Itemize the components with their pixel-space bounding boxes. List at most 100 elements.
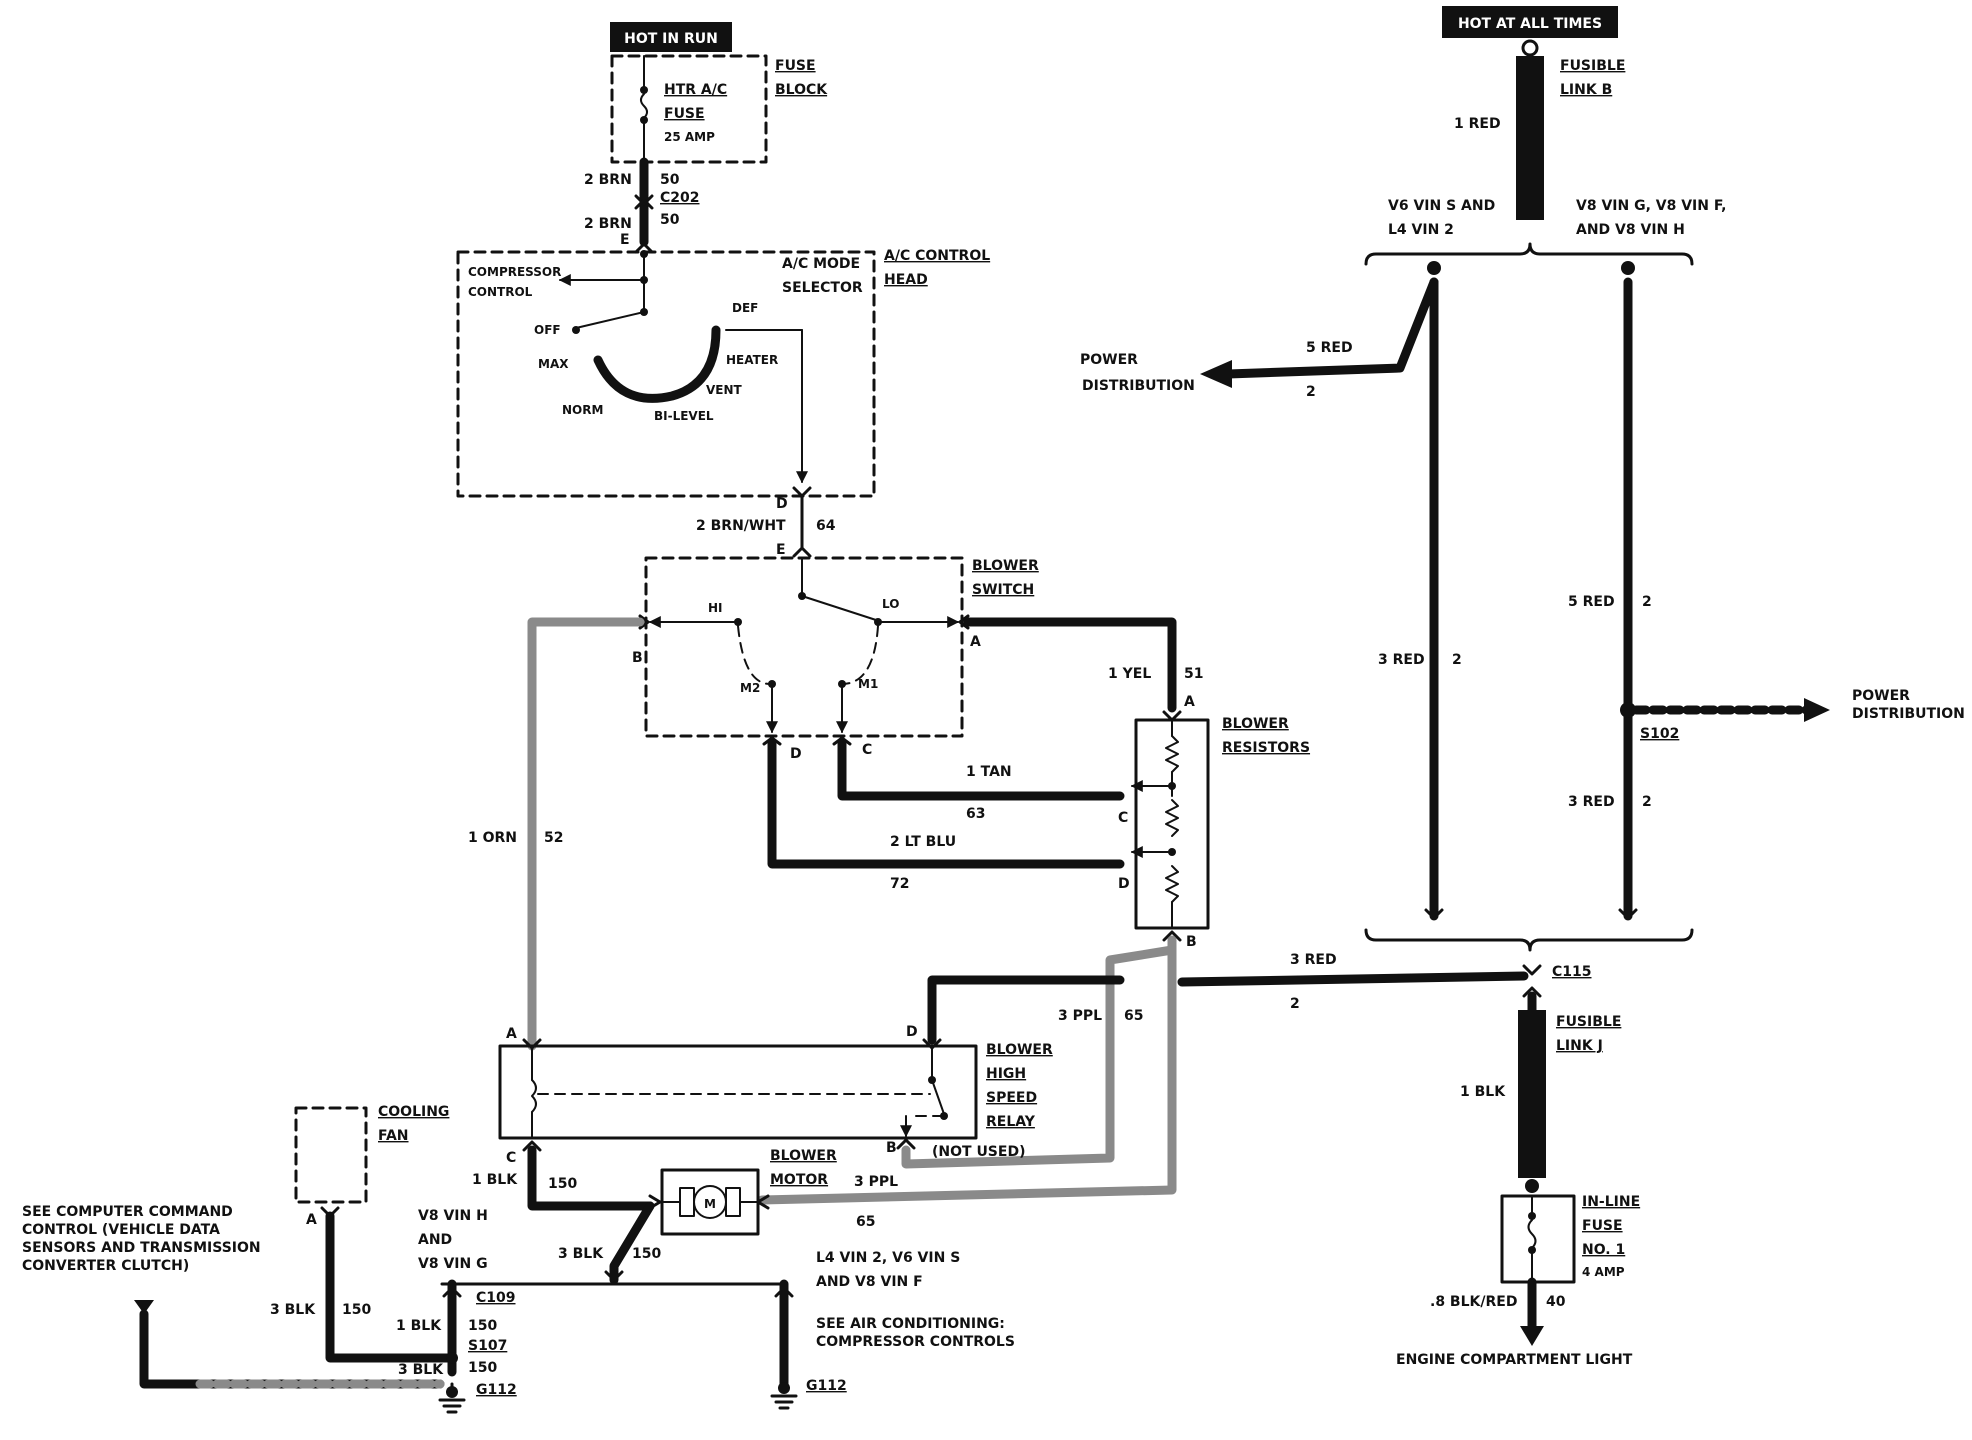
mode-selector-label-2: SELECTOR	[782, 280, 863, 296]
s107-wire: 3 BLK	[398, 1362, 444, 1378]
inline-fuse-label-3: NO. 1	[1582, 1242, 1625, 1258]
blower-switch-label-1: BLOWER	[972, 558, 1039, 574]
top-brace	[1364, 242, 1694, 266]
wire-yel-label: 1 YEL	[1108, 666, 1151, 682]
see-ac-2: COMPRESSOR CONTROLS	[816, 1334, 1015, 1350]
blower-switch: BLOWER SWITCH HI LO M2 M1 B A D C	[632, 556, 1039, 762]
see-computer-3: SENSORS AND TRANSMISSION	[22, 1240, 261, 1256]
wire-blk-motor-label: 3 BLK	[558, 1246, 604, 1262]
inline-fuse: IN-LINE FUSE NO. 1 4 AMP	[1500, 1194, 1640, 1284]
head-pin-d: D	[776, 496, 788, 512]
wire-3red-bottom: 3 RED 2	[1177, 952, 1529, 1012]
see-computer-4: CONVERTER CLUTCH)	[22, 1258, 189, 1274]
see-computer-2: CONTROL (VEHICLE DATA	[22, 1222, 220, 1238]
switch-hi: HI	[708, 601, 723, 615]
fusible-link-j: FUSIBLE LINK J 1 BLK	[1460, 1010, 1621, 1193]
relay-pin-b: B	[886, 1140, 897, 1156]
see-ac-1: SEE AIR CONDITIONING:	[816, 1316, 1005, 1332]
htr-ac-fuse-name-1: HTR A/C	[664, 82, 727, 98]
power-dist-right-1: POWER	[1852, 688, 1910, 704]
relay-not-used: (NOT USED)	[932, 1144, 1025, 1160]
wire-5red-right-label: 5 RED	[1568, 594, 1615, 610]
c202-circuit-lower: 50	[660, 212, 680, 228]
compressor-control-label-1: COMPRESSOR	[468, 265, 561, 279]
blower-resistors-label-2: RESISTORS	[1222, 740, 1310, 756]
wire-3red-left-circuit: 2	[1452, 652, 1462, 668]
wire-lt-blu: 2 LT BLU 72	[767, 739, 1125, 892]
c109-circuit: 150	[468, 1318, 497, 1334]
switch-pin-d: D	[790, 746, 802, 762]
vin-note-left-2: AND	[418, 1232, 452, 1248]
vin-v8-1: V8 VIN G, V8 VIN F,	[1576, 198, 1727, 214]
position-off: OFF	[534, 323, 561, 337]
wire-3red-right-label: 3 RED	[1568, 794, 1615, 810]
fuse-block-label-1: FUSE	[775, 58, 816, 74]
c109-wire: 1 BLK	[396, 1318, 442, 1334]
c202-wire-upper: 2 BRN	[584, 172, 632, 188]
inline-fuse-rating: 4 AMP	[1582, 1265, 1625, 1279]
wire-orn-label: 1 ORN	[468, 830, 517, 846]
wire-blk-red-label: .8 BLK/RED	[1430, 1294, 1517, 1310]
see-ac-ground: SEE AIR CONDITIONING: COMPRESSOR CONTROL…	[770, 1286, 1015, 1410]
ac-control-head-label-2: HEAD	[884, 272, 928, 288]
wire-yel: 1 YEL 51	[963, 617, 1203, 713]
blower-motor-label-2: MOTOR	[770, 1172, 828, 1188]
blower-resistors-label-1: BLOWER	[1222, 716, 1289, 732]
c115-name: C115	[1552, 964, 1592, 980]
power-dist-left-label-2: DISTRIBUTION	[1082, 378, 1195, 394]
c109-name: C109	[476, 1290, 516, 1306]
wire-lt-blu-circuit: 72	[890, 876, 909, 892]
vin-v6-l4-1: V6 VIN S AND	[1388, 198, 1495, 214]
fusible-link-b-wire: 1 RED	[1454, 116, 1501, 132]
wire-ppl-upper-label: 3 PPL	[1058, 1008, 1102, 1024]
fuse-block: FUSE BLOCK HTR A/C FUSE 25 AMP	[610, 54, 828, 164]
see-computer-1: SEE COMPUTER COMMAND	[22, 1204, 233, 1220]
cooling-fan: COOLING FAN A 3 BLK 150	[270, 1104, 457, 1363]
hot-at-all-times-label: HOT AT ALL TIMES	[1458, 16, 1602, 32]
ac-control-head: A/C CONTROL HEAD A/C MODE SELECTOR COMPR…	[456, 248, 990, 498]
g112-left: G112	[476, 1382, 517, 1398]
head-to-switch-wire-label: 2 BRN/WHT	[696, 518, 786, 534]
switch-pin-a: A	[970, 634, 981, 650]
wire-ppl: 3 PPL 65 3 PPL 65	[757, 935, 1177, 1230]
c115-connector: C115	[1522, 964, 1592, 1015]
s107-name: S107	[468, 1338, 507, 1354]
wire-3red-left-label: 3 RED	[1378, 652, 1425, 668]
c202-connector: 2 BRN 50 C202 2 BRN 50 E	[584, 157, 700, 254]
blower-switch-label-2: SWITCH	[972, 582, 1034, 598]
wire-tan-label: 1 TAN	[966, 764, 1012, 780]
resistor-pin-d: D	[1118, 876, 1130, 892]
resistor-pin-a: A	[1184, 694, 1195, 710]
wire-tan: 1 TAN 63	[837, 739, 1125, 822]
relay-label-3: SPEED	[986, 1090, 1037, 1106]
power-dist-left-label-1: POWER	[1080, 352, 1138, 368]
s107-circuit: 150	[468, 1360, 497, 1376]
htr-ac-fuse-name-2: FUSE	[664, 106, 705, 122]
wire-3red-left: 3 RED 2	[1378, 277, 1462, 921]
power-dist-left-circuit: 2	[1306, 384, 1316, 400]
wire-5red-right-circuit: 2	[1642, 594, 1652, 610]
fusible-link-j-label-2: LINK J	[1556, 1038, 1603, 1054]
hot-at-all-times-tag: HOT AT ALL TIMES	[1442, 6, 1618, 57]
resistor-pin-b: B	[1186, 934, 1197, 950]
c202-circuit-upper: 50	[660, 172, 680, 188]
relay-label-4: RELAY	[986, 1114, 1036, 1130]
wire-blk-fan-circuit: 150	[342, 1302, 371, 1318]
wire-3red-right: 3 RED 2	[1568, 794, 1652, 810]
position-bi-level: BI-LEVEL	[654, 409, 714, 423]
s102-power-distribution-right: S102 POWER DISTRIBUTION	[1620, 688, 1965, 742]
fusible-link-b: FUSIBLE LINK B 1 RED	[1454, 56, 1625, 220]
fusible-link-j-wire: 1 BLK	[1460, 1084, 1506, 1100]
wire-3red-bottom-circuit: 2	[1290, 996, 1300, 1012]
inline-fuse-label-2: FUSE	[1582, 1218, 1623, 1234]
hot-in-run-label: HOT IN RUN	[624, 31, 718, 47]
blower-motor-label-1: BLOWER	[770, 1148, 837, 1164]
power-distribution-left: POWER DISTRIBUTION 5 RED 2	[1080, 261, 1441, 400]
position-heater: HEATER	[726, 353, 778, 367]
blower-high-speed-relay: BLOWER HIGH SPEED RELAY A D B (NOT USED)…	[498, 975, 1125, 1166]
inline-fuse-label-1: IN-LINE	[1582, 1194, 1640, 1210]
wire-blk-red: .8 BLK/RED 40 ENGINE COMPARTMENT LIGHT	[1396, 1277, 1633, 1368]
vin-v6-l4-2: L4 VIN 2	[1388, 222, 1454, 238]
wire-5red-right: 5 RED 2	[1568, 261, 1652, 921]
position-def: DEF	[732, 301, 758, 315]
